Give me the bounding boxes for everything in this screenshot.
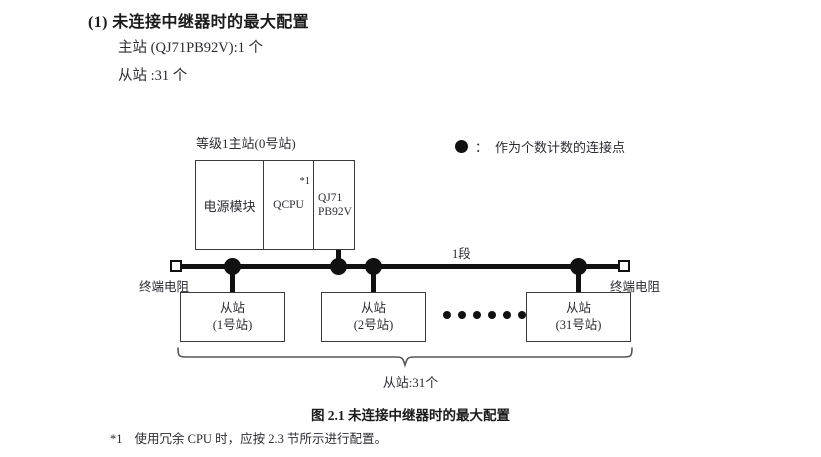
- footnote-text: 使用冗余 CPU 时，应按 2.3 节所示进行配置。: [134, 432, 387, 446]
- cpu-module-cell: QCPU *1: [264, 161, 314, 249]
- network-module-line2: PB92V: [318, 206, 352, 218]
- cpu-module-label: QCPU: [273, 199, 304, 211]
- slave-31-station: (31号站): [555, 318, 602, 332]
- terminator-right-label: 终端电阻: [610, 280, 661, 294]
- terminator-right-icon: [618, 260, 630, 272]
- legend-label: 作为个数计数的连接点: [495, 140, 626, 155]
- slave-group-brace-label: 从站:31个: [382, 375, 439, 390]
- slave-1-name: 从站: [219, 301, 245, 316]
- ellipsis-dot-icon: [488, 311, 496, 319]
- legend: ： 作为个数计数的连接点: [455, 137, 625, 156]
- slave-1-station: (1号站): [212, 318, 253, 332]
- slave-station-box-2: 从站 (2号站): [321, 292, 426, 342]
- legend-separator: ：: [475, 140, 489, 155]
- network-module-line1: QJ71: [318, 191, 343, 204]
- network-module-cell: QJ71 PB92V: [314, 161, 354, 249]
- slave-group-brace: [170, 346, 640, 373]
- ellipsis-dot-icon: [503, 311, 511, 319]
- master-station-label: 等级1主站(0号站): [196, 136, 296, 151]
- figure-footnote: *1 使用冗余 CPU 时，应按 2.3 节所示进行配置。: [110, 428, 387, 447]
- ellipsis-dot-icon: [443, 311, 451, 319]
- slave-2-station: (2号站): [353, 318, 394, 332]
- master-count-line: 主站 (QJ71PB92V):1 个: [118, 40, 264, 56]
- slave-station-box-1: 从站 (1号站): [180, 292, 285, 342]
- page-title: (1) 未连接中继器时的最大配置: [88, 14, 310, 31]
- terminator-left-label: 终端电阻: [139, 280, 190, 294]
- power-module-cell: 电源模块: [196, 161, 264, 249]
- ellipsis-dot-icon: [473, 311, 481, 319]
- slave-31-drop-line: [575, 264, 581, 292]
- slave-count-line: 从站 :31 个: [118, 68, 188, 84]
- slave-2-drop-line: [370, 264, 376, 292]
- figure-caption: 图 2.1 未连接中继器时的最大配置: [310, 408, 511, 423]
- slave-station-box-31: 从站 (31号站): [526, 292, 631, 342]
- ellipsis-dot-icon: [458, 311, 466, 319]
- connection-node-master: [329, 257, 347, 275]
- trunk-bus-line: [176, 263, 624, 269]
- slave-2-name: 从站: [360, 301, 386, 316]
- slave-1-drop-line: [229, 264, 235, 292]
- slave-31-name: 从站: [565, 301, 591, 316]
- segment-label: 1段: [452, 247, 471, 261]
- slave-ellipsis: [443, 311, 526, 319]
- master-rack: 电源模块 QCPU *1 QJ71 PB92V: [195, 160, 355, 250]
- cpu-footnote-mark: *1: [299, 176, 311, 187]
- connection-point-dot-icon: [455, 140, 468, 153]
- terminator-left-icon: [170, 260, 182, 272]
- ellipsis-dot-icon: [518, 311, 526, 319]
- footnote-mark: *1: [110, 432, 123, 446]
